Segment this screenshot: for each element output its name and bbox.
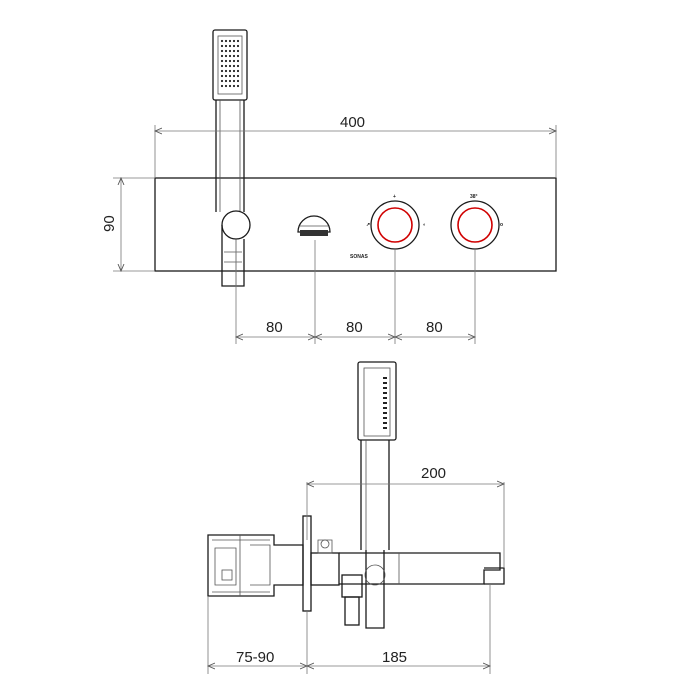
shower-nozzles	[220, 39, 240, 88]
brand-label: SONAS	[350, 254, 368, 260]
dimension-spout: 200	[307, 465, 504, 568]
thermostat-knob-left: + ↗ ◐	[366, 194, 426, 250]
dim-185-label: 185	[382, 649, 407, 666]
side-shower-nozzles	[383, 377, 387, 429]
dim-80-label-2: 80	[346, 319, 363, 336]
dimension-width: 400	[155, 114, 556, 178]
dimension-spacing: 80 80 80	[236, 240, 475, 344]
wall-plate	[154, 177, 557, 272]
thermostat-knob-right: 38° o	[450, 194, 503, 250]
spout	[310, 539, 505, 586]
dimension-height: 90	[101, 178, 155, 271]
svg-text:+: +	[393, 194, 396, 200]
svg-text:◐: ◐	[423, 222, 426, 228]
dim-90-label: 90	[101, 215, 118, 232]
hose-coupling	[341, 550, 386, 629]
svg-text:↗: ↗	[366, 222, 370, 228]
top-view: + ↗ ◐ SONAS 38° o 400 90	[101, 29, 557, 344]
concealed-body	[207, 534, 304, 597]
dim-80-label-3: 80	[426, 319, 443, 336]
dim-400-label: 400	[340, 114, 365, 131]
svg-text:o: o	[500, 222, 503, 228]
side-view: 200 75-90 185	[207, 361, 505, 674]
svg-text:38°: 38°	[470, 194, 478, 200]
diverter-knob	[297, 215, 331, 236]
side-hand-shower	[357, 361, 397, 550]
dimension-depth: 75-90 185	[208, 584, 490, 674]
dim-200-label: 200	[421, 465, 446, 482]
dim-80-label-1: 80	[266, 319, 283, 336]
dim-75-90-label: 75-90	[236, 649, 274, 666]
hand-shower	[212, 29, 248, 212]
